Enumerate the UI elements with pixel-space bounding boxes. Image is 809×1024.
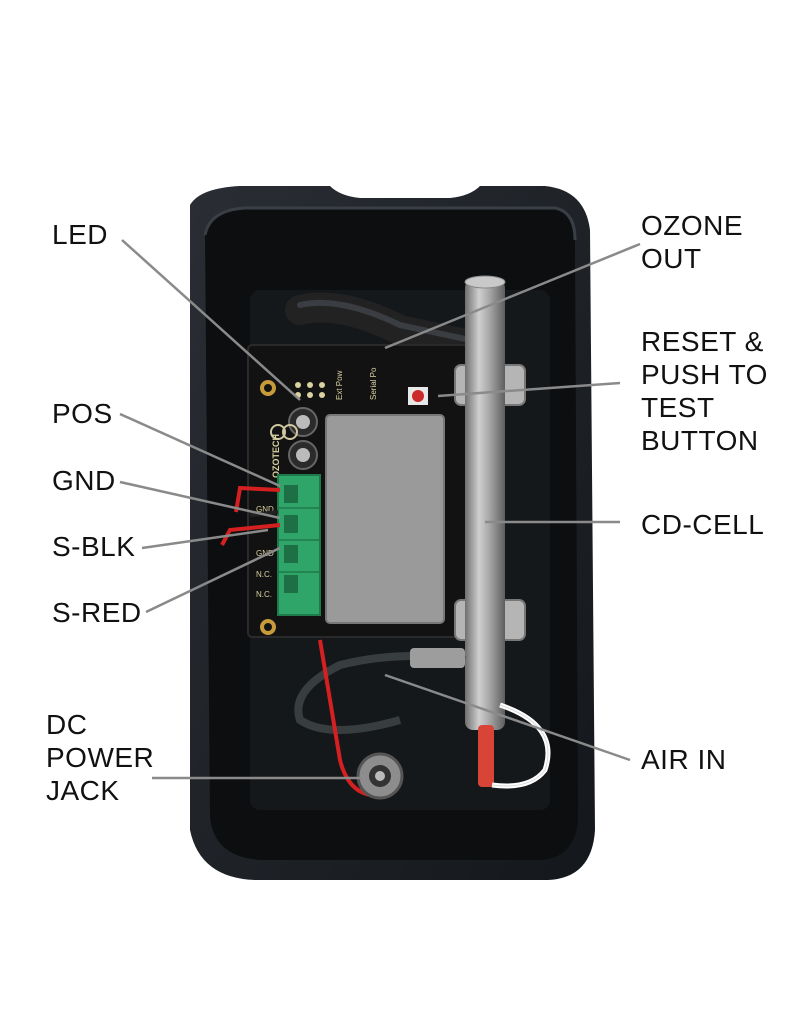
air-in-hose <box>294 648 466 734</box>
pin-label: N.C. <box>256 570 272 579</box>
cell-end-wires <box>318 639 551 798</box>
label-dc-power-jack: DC POWER JACK <box>46 709 155 806</box>
label-cd-cell: CD-CELL <box>641 509 765 540</box>
label-led: LED <box>52 219 108 250</box>
label-ozone-out: OZONE OUT <box>641 210 744 274</box>
terminal-block <box>277 474 321 616</box>
pin-label: GND <box>256 549 274 558</box>
dc-power-jack <box>356 752 404 800</box>
label-reset-test-button: RESET & PUSH TO TEST BUTTON <box>641 326 768 456</box>
brand-text: OZOTECH <box>271 434 281 478</box>
pin-label: N.C. <box>256 590 272 599</box>
leader-air-in <box>384 673 631 762</box>
label-pos: POS <box>52 398 113 429</box>
ozone-hose <box>285 292 485 360</box>
ext-power-text: Ext Pow <box>335 370 344 400</box>
label-s-blk: S-BLK <box>52 531 136 562</box>
leader-s-red <box>145 546 281 614</box>
leader-ozone-out <box>384 242 641 350</box>
pin-label: GND <box>256 505 274 514</box>
reset-button <box>408 387 428 405</box>
leader-reset <box>437 381 621 398</box>
leader-led <box>121 239 301 401</box>
serial-text: Serial Po <box>369 367 378 400</box>
label-gnd: GND <box>52 465 116 496</box>
leader-pos <box>119 412 281 488</box>
cd-cell-tube <box>464 275 506 730</box>
label-air-in: AIR IN <box>641 744 727 775</box>
leader-s-blk <box>141 528 269 550</box>
leader-lines <box>119 239 641 780</box>
relay-module <box>325 414 445 624</box>
leader-gnd <box>119 480 281 520</box>
label-s-red: S-RED <box>52 597 142 628</box>
